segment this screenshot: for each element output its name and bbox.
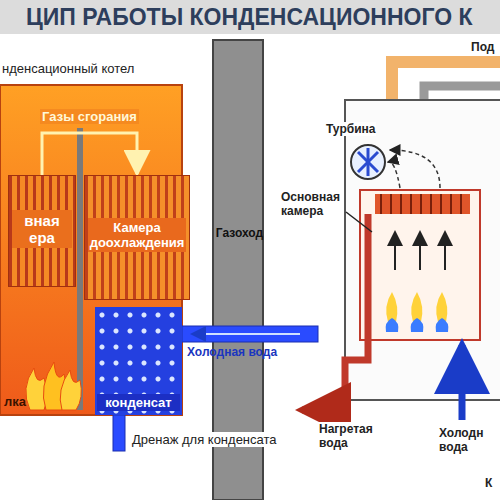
gas-flow-connector: [42, 133, 137, 175]
flow-arrow: [192, 333, 300, 335]
leader-line: [346, 212, 372, 232]
drain-label: Дренаж для конденсата: [131, 432, 278, 447]
fan-blades: [358, 148, 378, 176]
cold-water-inlet: [459, 345, 466, 420]
edge-label: Газы сгорания: [40, 109, 139, 124]
part-label: Под: [470, 40, 495, 54]
flue-label: Газоход: [215, 226, 264, 240]
chamber-label: вная ера: [12, 210, 72, 248]
flow-label: Нагретая вода: [318, 422, 380, 450]
chamber-label: Камера доохлаждения: [88, 218, 186, 252]
boiler-heading: нденсационный котел: [2, 61, 134, 76]
afterchamber-box: Камера доохлаждения: [84, 175, 190, 300]
heat-exchanger: [375, 194, 470, 214]
burner-flames: [26, 362, 82, 410]
cold-water-pipe: [182, 326, 318, 342]
gas-flow: [388, 162, 400, 188]
flue-column: Газоход: [213, 40, 266, 500]
drain-pipe: [113, 415, 125, 451]
part-label: К: [484, 476, 493, 490]
diagram-title: ЦИП РАБОТЫ КОНДЕНСАЦИОННОГО К: [26, 4, 472, 31]
condensate-label: конденсат: [97, 394, 180, 411]
hot-water-pipe: [302, 214, 368, 410]
part-label: Турбина: [325, 122, 376, 136]
burner-label: лка: [4, 394, 26, 409]
heat-arrows: [395, 232, 445, 270]
part-label: Основная камера: [280, 190, 344, 218]
gas-flames: [386, 292, 449, 332]
main-chamber: [360, 190, 480, 340]
flow-label: Холодн вода: [438, 426, 496, 454]
flow-label: Холодная вода: [186, 345, 278, 359]
turbine-fan: [351, 145, 385, 179]
boiler-box: нденсационный котелвная ераКамера доохла…: [0, 85, 182, 415]
condensate-area: конденсат: [95, 307, 182, 415]
gas-flow: [390, 150, 440, 188]
flue-pipe: [213, 40, 263, 500]
main-chamber-box: вная ера: [8, 175, 76, 287]
partition-wall: [77, 128, 83, 410]
burner-area: лка: [0, 347, 92, 413]
heat-exchanger-fins: [381, 194, 461, 214]
